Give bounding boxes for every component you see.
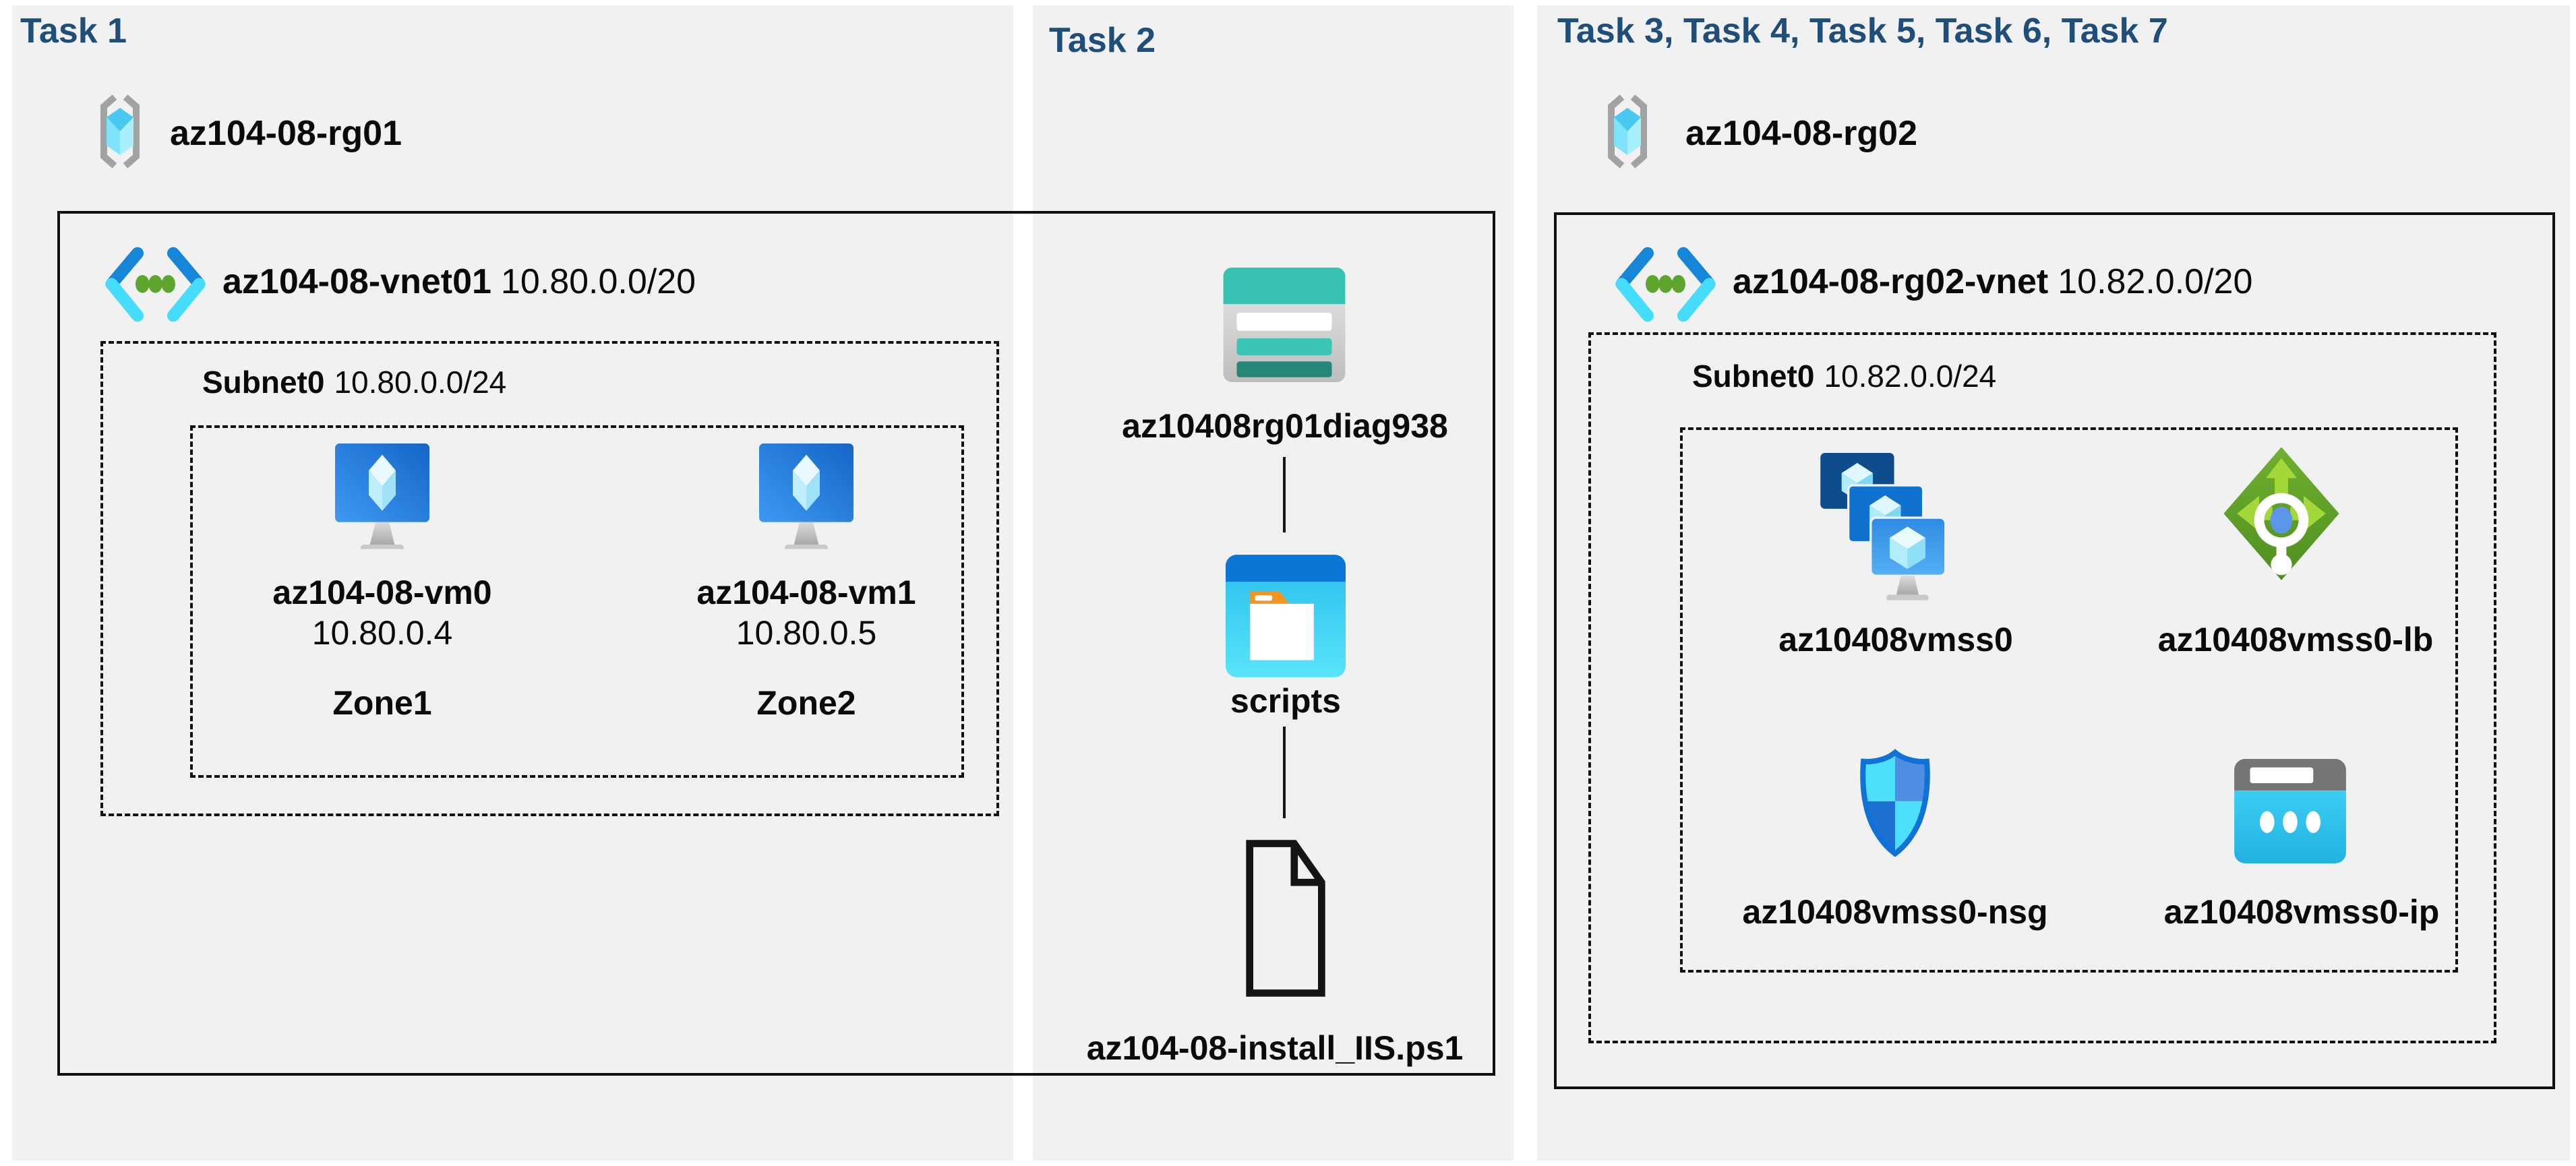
document-file-icon: [1242, 838, 1329, 999]
heading-task3: Task 3, Task 4, Task 5, Task 6, Task 7: [1557, 11, 2168, 51]
virtual-machine-icon: [756, 443, 857, 561]
vmss-label: az10408vmss0: [1778, 621, 2013, 658]
resource-group-icon: [94, 93, 146, 170]
vnet1-name: az104-08-vnet01: [222, 262, 491, 301]
vm0-ip: 10.80.0.4: [311, 614, 453, 652]
vnet2-cidr: 10.82.0.0/20: [2058, 262, 2253, 301]
heading-task2: Task 2: [1049, 21, 1156, 60]
shield-nsg-icon: [1855, 743, 1935, 863]
connector-storage-to-scripts: [1283, 457, 1286, 532]
vm0-zone: Zone1: [332, 684, 432, 722]
load-balancer-icon: [2220, 445, 2343, 582]
resource-group-1-label: az104-08-rg01: [170, 114, 402, 153]
vnet2-boundary-box: [1554, 212, 2555, 1089]
resource-group-icon: [1602, 93, 1653, 170]
load-balancer-label: az10408vmss0-lb: [2157, 621, 2434, 658]
subnet2-box: [1588, 332, 2496, 1043]
storage-account-label: az10408rg01diag938: [1122, 407, 1448, 445]
panel-task3: [1537, 5, 2570, 1161]
container-label: scripts: [1230, 682, 1341, 720]
vnet1-boundary-box: [57, 211, 1495, 1076]
vm-zone-box: [190, 425, 964, 778]
subnet1-label: Subnet0 10.80.0.0/24: [202, 365, 506, 400]
subnet2-name: Subnet0: [1692, 359, 1815, 394]
virtual-network-icon: [100, 247, 211, 322]
vm1-name: az104-08-vm1: [696, 574, 916, 611]
vmss-resources-box: [1680, 427, 2458, 973]
subnet1-box: [100, 341, 999, 816]
folder-container-icon: [1226, 555, 1346, 677]
vnet1-cidr: 10.80.0.0/20: [500, 262, 696, 301]
script-file-label: az104-08-install_IIS.ps1: [1086, 1029, 1464, 1067]
public-ip-icon: [2234, 759, 2346, 863]
nsg-label: az10408vmss0-nsg: [1742, 893, 2048, 931]
vm1-zone: Zone2: [756, 684, 856, 722]
vm0-name: az104-08-vm0: [272, 574, 492, 611]
panel-task1: [12, 5, 1013, 1161]
vm1-ip: 10.80.0.5: [736, 614, 877, 652]
public-ip-label: az10408vmss0-ip: [2163, 893, 2440, 931]
heading-task1: Task 1: [20, 11, 127, 51]
subnet1-cidr: 10.80.0.0/24: [334, 365, 507, 400]
connector-scripts-to-file: [1283, 727, 1286, 818]
subnet2-cidr: 10.82.0.0/24: [1824, 359, 1997, 394]
storage-account-icon: [1223, 268, 1346, 382]
virtual-machine-icon: [332, 443, 433, 561]
subnet1-name: Subnet0: [202, 365, 325, 400]
resource-group-2-label: az104-08-rg02: [1685, 114, 1917, 153]
vnet2-name: az104-08-rg02-vnet: [1733, 262, 2049, 301]
vm-scale-set-icon: [1820, 453, 1946, 603]
virtual-network-icon: [1610, 247, 1721, 322]
subnet2-label: Subnet0 10.82.0.0/24: [1692, 359, 1996, 394]
